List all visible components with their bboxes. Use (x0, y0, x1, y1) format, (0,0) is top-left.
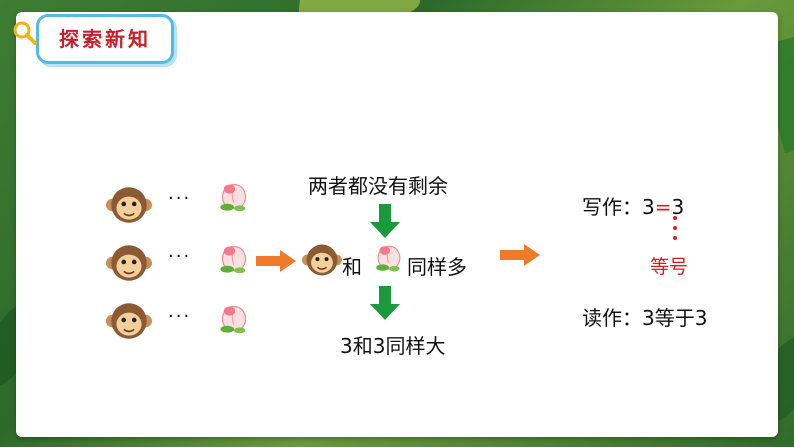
magnifier-icon (13, 21, 37, 45)
green-down-arrow-icon (370, 286, 400, 320)
monkey-icon (106, 182, 152, 228)
top-statement: 两者都没有剩余 (308, 174, 448, 198)
monkey-icon (106, 240, 152, 286)
green-down-arrow-icon (370, 204, 400, 238)
ellipsis-dots: ··· (168, 306, 192, 327)
read-value: 3等于3 (642, 306, 708, 330)
section-title: 探索新知 (59, 27, 151, 51)
write-row: 写作：3=3 (582, 191, 684, 220)
same-amount-text: 同样多 (407, 255, 467, 279)
write-label: 写作： (582, 195, 642, 219)
monkey-icon (106, 298, 152, 344)
write-left-number: 3 (642, 195, 655, 219)
peach-icon (217, 302, 251, 336)
read-label: 读作： (582, 306, 642, 330)
equals-sign: = (654, 195, 672, 219)
sign-name: 等号 (650, 256, 689, 278)
orange-arrow-icon (256, 250, 296, 272)
monkey-icon (302, 240, 342, 280)
connector-he: 和 (342, 255, 362, 279)
peach-icon (373, 242, 405, 274)
ellipsis-dots: ··· (168, 246, 192, 267)
dotted-pointer (673, 216, 677, 240)
section-title-badge: 探索新知 (36, 14, 174, 64)
orange-arrow-icon (500, 244, 540, 266)
peach-icon (217, 242, 251, 276)
write-right-number: 3 (671, 195, 685, 219)
peach-icon (217, 180, 251, 214)
read-row: 读作：3等于3 (582, 302, 707, 331)
ellipsis-dots: ··· (168, 188, 192, 209)
bottom-statement: 3和3同样大 (340, 334, 446, 358)
